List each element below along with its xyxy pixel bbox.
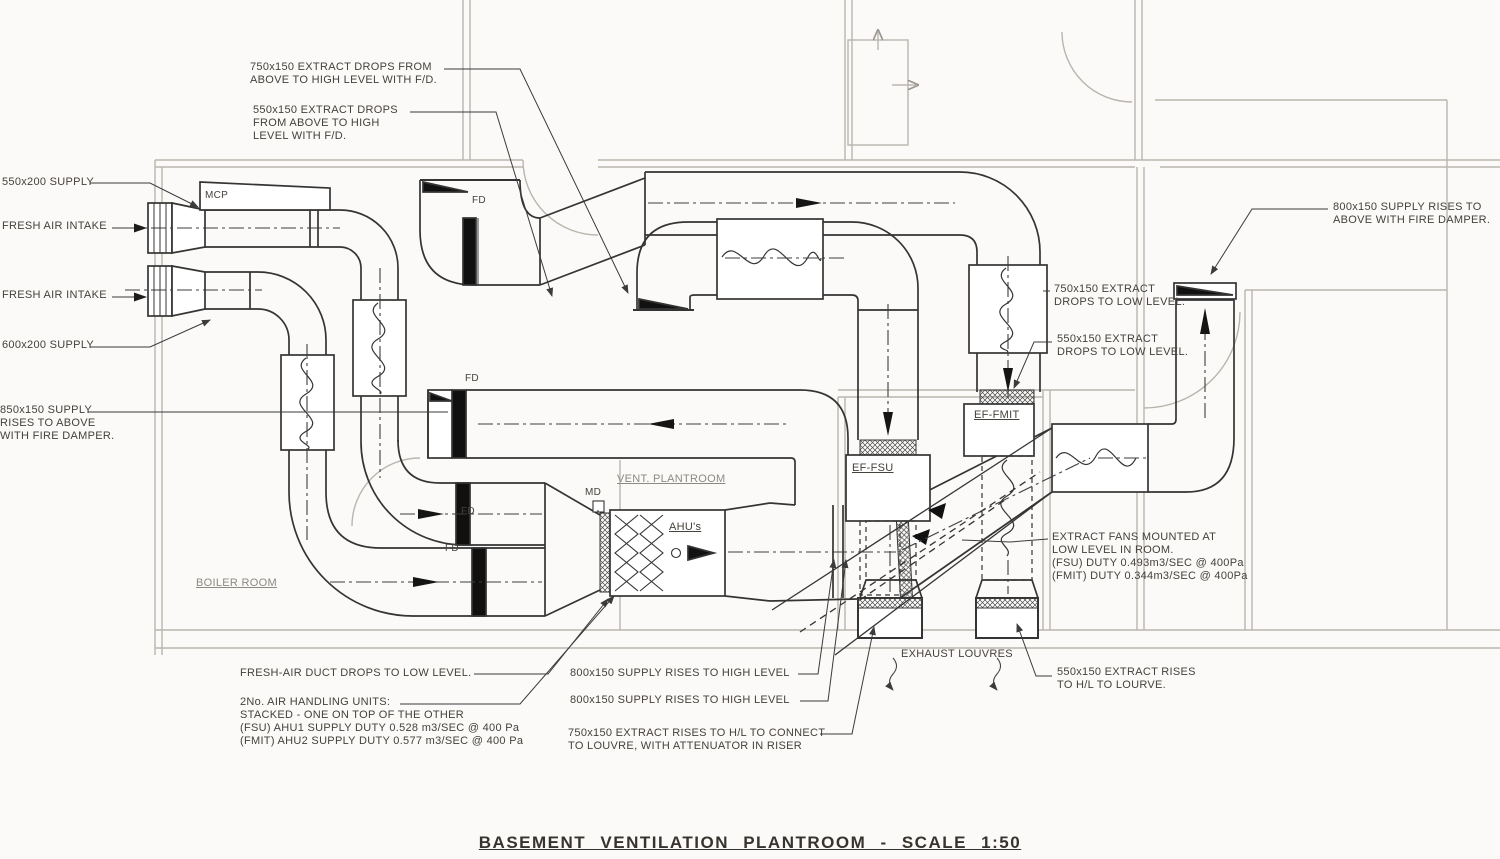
label-ef-fsu: EF-FSU: [852, 462, 894, 474]
extract-duct-top: [419, 171, 1048, 457]
label-600x200-supply: 600x200 SUPPLY: [2, 339, 95, 351]
label-750x150-extract-top: 750x150 EXTRACT DROPS FROM ABOVE TO HIGH…: [250, 61, 437, 86]
label-fresh-air-intake-2: FRESH AIR INTAKE: [2, 289, 107, 301]
label-550x150-extract-rises: 550x150 EXTRACT RISES TO H/L TO LOURVE.: [1057, 666, 1196, 691]
label-750x150-extract-rises: 750x150 EXTRACT RISES TO H/L TO CONNECT …: [568, 727, 826, 752]
label-supply-rises-1: 800x150 SUPPLY RISES TO HIGH LEVEL: [570, 667, 790, 679]
label-ahu-units: 2No. AIR HANDLING UNITS: STACKED - ONE O…: [240, 696, 524, 747]
label-550x200-supply: 550x200 SUPPLY: [2, 176, 95, 188]
fresh-air-intake-duct-b: [147, 264, 546, 617]
extract-duct-efsu: [633, 218, 931, 522]
label-exhaust-louvres: EXHAUST LOUVRES: [901, 648, 1013, 660]
label-fd-3: FD: [461, 506, 475, 517]
flow-arrows: [413, 198, 1210, 587]
label-fresh-air-drop: FRESH-AIR DUCT DROPS TO LOW LEVEL.: [240, 667, 472, 679]
label-md: MD: [585, 487, 602, 498]
supply-duct-850: [427, 389, 849, 505]
leader-lines: [88, 68, 1328, 735]
label-fresh-air-intake-1: FRESH AIR INTAKE: [2, 220, 107, 232]
label-750x150-extract-drops: 750x150 EXTRACT DROPS TO LOW LEVEL.: [1054, 283, 1186, 308]
label-fd-1: FD: [472, 195, 486, 206]
label-550x150-extract-top: 550x150 EXTRACT DROPS FROM ABOVE TO HIGH…: [253, 104, 398, 142]
label-800x150-supply-right: 800x150 SUPPLY RISES TO ABOVE WITH FIRE …: [1333, 201, 1491, 226]
label-fd-2: FD: [465, 373, 479, 384]
fresh-air-intake-duct-a: [147, 201, 545, 546]
label-vent-plantroom: VENT. PLANTROOM: [617, 473, 726, 485]
label-supply-rises-2: 800x150 SUPPLY RISES TO HIGH LEVEL: [570, 694, 790, 706]
label-extract-fans: EXTRACT FANS MOUNTED AT LOW LEVEL IN ROO…: [1052, 531, 1248, 582]
drawing-title: BASEMENT VENTILATION PLANTROOM - SCALE 1…: [478, 833, 1022, 852]
ahu-assembly: [544, 482, 771, 617]
mcp-panel: [199, 181, 331, 211]
label-550x150-extract-drops: 550x150 EXTRACT DROPS TO LOW LEVEL.: [1057, 333, 1189, 358]
label-mcp: MCP: [205, 190, 229, 201]
exhaust-louvre-ducts: [857, 455, 1040, 639]
label-ef-fmit: EF-FMIT: [974, 409, 1020, 421]
label-ahus: AHU's: [669, 521, 702, 533]
label-fd-4: FD: [445, 543, 459, 554]
duct-centerlines: [125, 202, 1206, 594]
label-boiler-room: BOILER ROOM: [196, 577, 277, 589]
label-850x150-supply: 850x150 SUPPLY RISES TO ABOVE WITH FIRE …: [0, 404, 115, 442]
